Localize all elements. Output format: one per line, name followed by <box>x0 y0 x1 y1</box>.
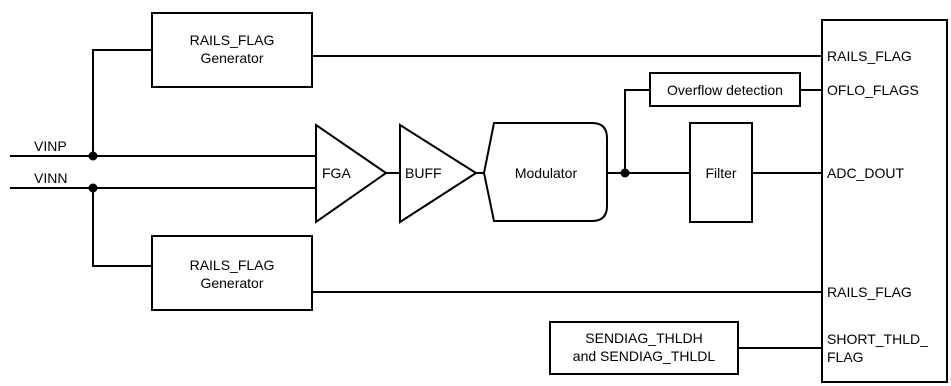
output-interface-block: RAILS_FLAG OFLO_FLAGS ADC_DOUT RAILS_FLA… <box>821 19 948 383</box>
buff-amplifier: BUFF <box>399 123 478 224</box>
rails-gen-bottom-line2: Generator <box>200 275 263 291</box>
vinp-label: VINP <box>34 138 67 154</box>
wires <box>10 49 822 349</box>
sendiag-line1: SENDIAG_THLDH <box>585 330 702 346</box>
modulator-block: Modulator <box>482 122 608 222</box>
output-rails-flag-top: RAILS_FLAG <box>827 48 912 64</box>
modulator-output-junction-dot <box>620 168 630 178</box>
modulator-label: Modulator <box>515 165 578 181</box>
output-short-thld-line2: FLAG <box>827 349 864 365</box>
sendiag-line2: and SENDIAG_THLDL <box>573 348 716 364</box>
vinn-junction-dot <box>88 183 98 193</box>
vinp-tap-wire <box>92 49 152 156</box>
overflow-branch-wire <box>624 89 650 173</box>
filter-label: Filter <box>705 165 736 181</box>
rails-gen-top-line1: RAILS_FLAG <box>190 32 275 48</box>
vinn-label: VINN <box>34 170 67 186</box>
overflow-detection-block: Overflow detection <box>649 72 801 107</box>
fga-label: FGA <box>322 165 351 181</box>
vinp-junction-dot <box>88 151 98 161</box>
output-short-thld-line1: SHORT_THLD_ <box>827 331 928 347</box>
filter-block: Filter <box>689 122 753 223</box>
sendiag-threshold-block: SENDIAG_THLDH and SENDIAG_THLDL <box>549 321 739 375</box>
rails-gen-top-line2: Generator <box>200 50 263 66</box>
output-oflo-flags: OFLO_FLAGS <box>827 82 919 98</box>
buff-label: BUFF <box>405 165 442 181</box>
rails-gen-bottom-line1: RAILS_FLAG <box>190 257 275 273</box>
overflow-label: Overflow detection <box>667 82 783 98</box>
rails-flag-generator-bottom: RAILS_FLAG Generator <box>151 235 313 311</box>
rails-flag-generator-top: RAILS_FLAG Generator <box>151 12 313 88</box>
output-adc-dout: ADC_DOUT <box>827 165 904 181</box>
fga-amplifier: FGA <box>315 123 388 224</box>
vinn-tap-wire <box>92 188 152 267</box>
output-rails-flag-bottom: RAILS_FLAG <box>827 284 912 300</box>
